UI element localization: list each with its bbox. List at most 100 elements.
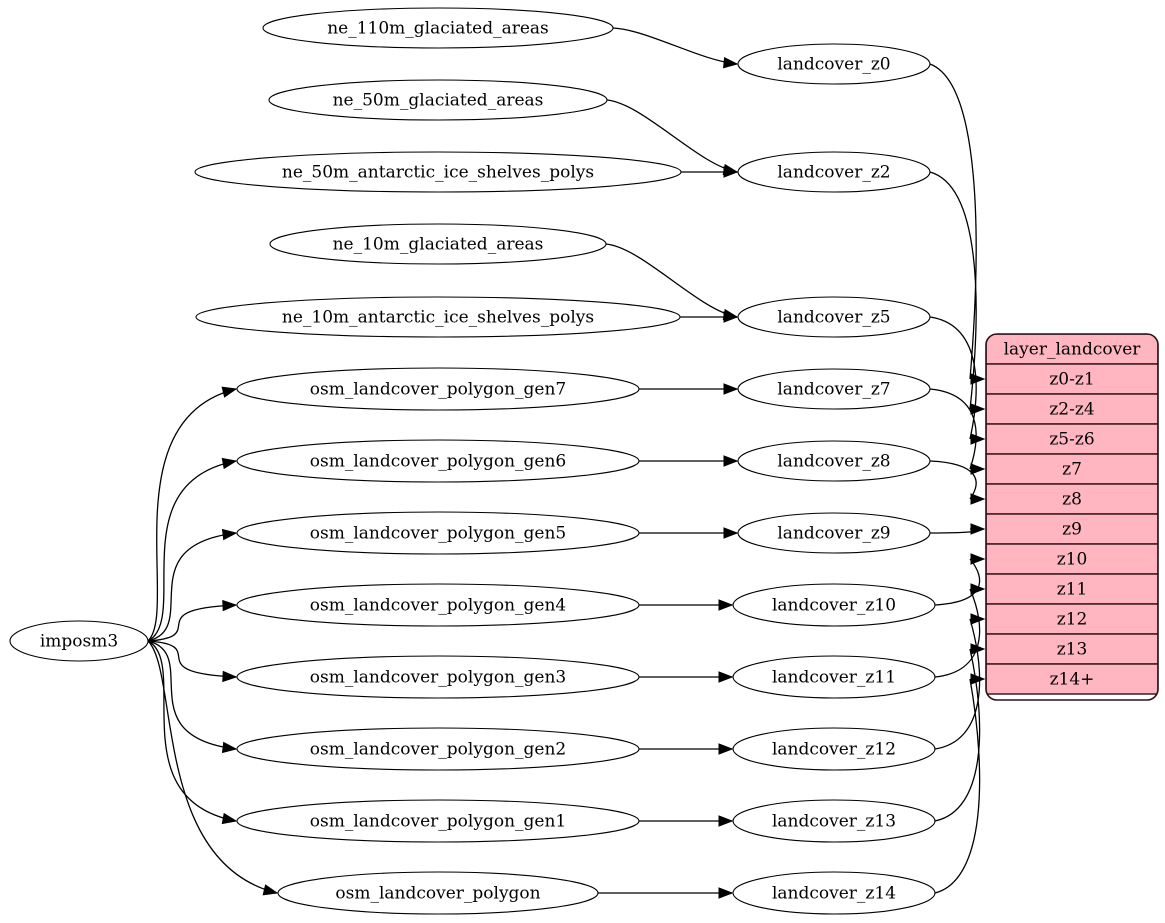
node-landcover_z10[interactable]: landcover_z10: [732, 583, 936, 627]
arrow-head: [970, 463, 986, 475]
node-landcover_z2[interactable]: landcover_z2: [737, 151, 931, 193]
table-row[interactable]: z12: [986, 603, 1158, 635]
node-landcover_z5[interactable]: landcover_z5: [737, 296, 931, 338]
node-shape: [236, 367, 640, 411]
node-shape: [236, 727, 640, 771]
node-label: landcover_z5: [777, 308, 890, 328]
table-row[interactable]: z10: [986, 543, 1158, 575]
table-row-label: z14+: [1050, 670, 1095, 690]
node-label: landcover_z8: [777, 452, 890, 472]
node-shape: [732, 871, 936, 915]
arrow-head: [970, 493, 986, 505]
node-label: ne_10m_glaciated_areas: [333, 235, 544, 255]
node-landcover_z9[interactable]: landcover_z9: [737, 512, 931, 554]
node-shape: [737, 512, 931, 554]
table-row[interactable]: z8: [986, 483, 1158, 515]
table-row[interactable]: z2-z4: [986, 393, 1158, 425]
arrow-head: [970, 403, 986, 415]
node-shape: [732, 655, 936, 699]
table-row[interactable]: z13: [986, 633, 1158, 665]
arrow-head: [222, 670, 238, 683]
table-row-rect: [986, 513, 1158, 545]
node-shape: [732, 583, 936, 627]
arrow-head: [221, 528, 238, 541]
node-shape: [269, 223, 607, 265]
node-landcover_z8[interactable]: landcover_z8: [737, 440, 931, 482]
node-imposm3[interactable]: imposm3: [9, 620, 149, 662]
edge-osm_landcover_polygon_gen6-to-landcover_z8: [639, 455, 739, 467]
node-label: landcover_z7: [777, 380, 890, 400]
node-shape: [262, 7, 614, 49]
node-landcover_z11[interactable]: landcover_z11: [732, 655, 936, 699]
arrow-head: [970, 583, 986, 595]
table-row[interactable]: z5-z6: [986, 423, 1158, 455]
node-osm_landcover_polygon_gen3[interactable]: osm_landcover_polygon_gen3: [236, 655, 640, 699]
node-landcover_z12[interactable]: landcover_z12: [732, 727, 936, 771]
arrow-head: [222, 599, 238, 612]
node-label: osm_landcover_polygon_gen2: [310, 740, 566, 760]
node-ne_10m_antarctic_ice_shelves_polys[interactable]: ne_10m_antarctic_ice_shelves_polys: [195, 296, 681, 338]
node-ne_50m_glaciated_areas[interactable]: ne_50m_glaciated_areas: [268, 79, 608, 121]
node-osm_landcover_polygon_gen7[interactable]: osm_landcover_polygon_gen7: [236, 367, 640, 411]
edge-line: [929, 388, 977, 470]
node-label: osm_landcover_polygon_gen7: [310, 380, 566, 400]
table-row-label: z7: [1062, 460, 1082, 480]
node-label: osm_landcover_polygon: [335, 884, 540, 904]
edge-imposm3-to-osm_landcover_polygon_gen1: [147, 640, 238, 825]
node-shape: [236, 655, 640, 699]
edge-imposm3-to-osm_landcover_polygon: [147, 640, 279, 896]
node-ne_50m_antarctic_ice_shelves_polys[interactable]: ne_50m_antarctic_ice_shelves_polys: [194, 151, 682, 193]
node-shape: [737, 440, 931, 482]
node-label: ne_110m_glaciated_areas: [327, 19, 549, 39]
edge-line: [147, 640, 278, 894]
node-osm_landcover_polygon_gen2[interactable]: osm_landcover_polygon_gen2: [236, 727, 640, 771]
node-shape: [236, 799, 640, 843]
table-row[interactable]: z14+: [986, 663, 1158, 695]
node-ne_110m_glaciated_areas[interactable]: ne_110m_glaciated_areas: [262, 7, 614, 49]
edge-landcover_z13-to-z13: [934, 643, 986, 822]
edge-line: [147, 640, 237, 822]
table-header-label: layer_landcover: [1004, 340, 1142, 360]
edge-landcover_z12-to-z12: [934, 613, 986, 750]
table-row[interactable]: z0-z1: [986, 363, 1158, 395]
node-osm_landcover_polygon_gen6[interactable]: osm_landcover_polygon_gen6: [236, 439, 640, 483]
node-landcover_z0[interactable]: landcover_z0: [737, 43, 931, 85]
node-osm_landcover_polygon[interactable]: osm_landcover_polygon: [277, 871, 599, 915]
table-row[interactable]: z11: [986, 573, 1158, 605]
node-landcover_z13[interactable]: landcover_z13: [732, 799, 936, 843]
edge-osm_landcover_polygon_gen1-to-landcover_z13: [639, 815, 734, 827]
table-row-rect: [986, 423, 1158, 455]
node-label: osm_landcover_polygon_gen6: [310, 452, 566, 472]
arrow-head: [970, 613, 986, 625]
edge-landcover_z10-to-z10: [934, 553, 986, 606]
arrow-head: [723, 56, 739, 69]
arrow-head: [723, 527, 739, 539]
node-landcover_z14[interactable]: landcover_z14: [732, 871, 936, 915]
edge-osm_landcover_polygon_gen4-to-landcover_z10: [639, 599, 734, 611]
node-osm_landcover_polygon_gen1[interactable]: osm_landcover_polygon_gen1: [236, 799, 640, 843]
nodes-layer: imposm3 ne_110m_glaciated_areas ne_50m_gla…: [9, 7, 936, 915]
node-osm_landcover_polygon_gen4[interactable]: osm_landcover_polygon_gen4: [236, 583, 640, 627]
edge-line: [147, 640, 237, 678]
arrow-head: [970, 643, 986, 655]
arrow-head: [221, 457, 238, 470]
edge-landcover_z11-to-z11: [934, 583, 986, 678]
node-landcover_z7[interactable]: landcover_z7: [737, 368, 931, 410]
edge-landcover_z8-to-z8: [929, 460, 986, 505]
node-label: landcover_z10: [772, 596, 896, 616]
table-row-label: z11: [1057, 580, 1088, 600]
edge-landcover_z14-to-z14+: [934, 673, 986, 894]
table-row[interactable]: z7: [986, 453, 1158, 485]
table-row-label: z10: [1057, 550, 1088, 570]
table-row[interactable]: z9: [986, 513, 1158, 545]
node-osm_landcover_polygon_gen5[interactable]: osm_landcover_polygon_gen5: [236, 511, 640, 555]
edge-line: [929, 460, 977, 500]
node-shape: [737, 43, 931, 85]
node-ne_10m_glaciated_areas[interactable]: ne_10m_glaciated_areas: [269, 223, 607, 265]
table-row-rect: [986, 483, 1158, 515]
table-outline: [985, 333, 1159, 701]
arrow-head: [723, 383, 739, 395]
edges-layer: [147, 27, 986, 899]
